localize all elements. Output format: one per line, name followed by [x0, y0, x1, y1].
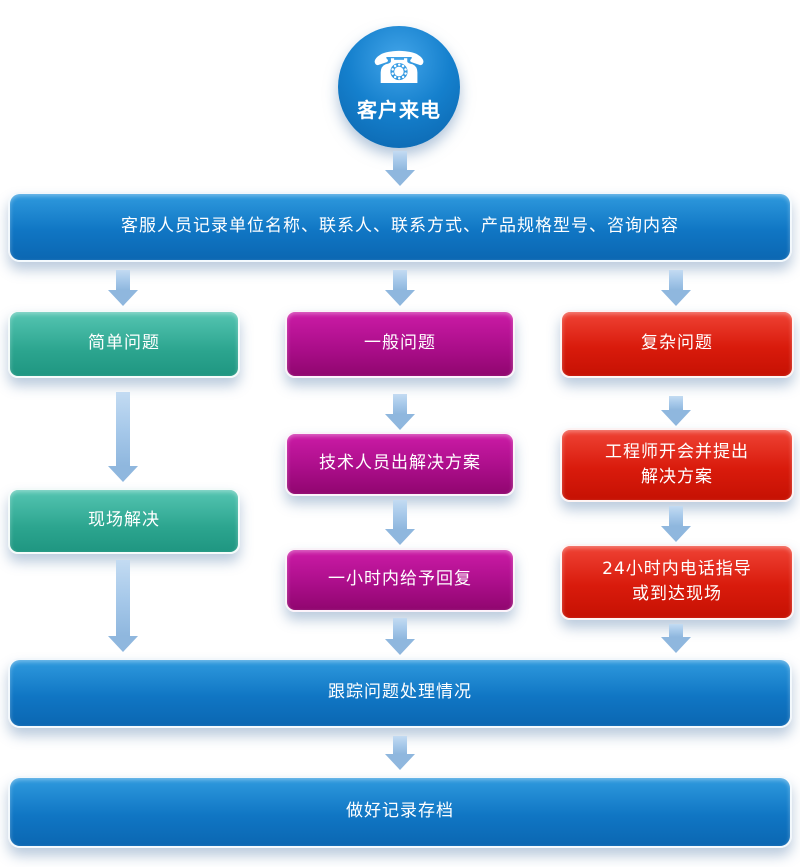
node-one-hour-reply: 一小时内给予回复 [285, 548, 515, 612]
bar-record-info: 客服人员记录单位名称、联系人、联系方式、产品规格型号、咨询内容 [8, 192, 792, 262]
arrow-track-to-archive [393, 736, 407, 754]
arrow-simple-to-onsite [116, 392, 130, 466]
node-complex-problem: 复杂问题 [560, 310, 794, 378]
arrow-reply-to-track [393, 618, 407, 639]
arrow-complex-to-meeting [669, 396, 683, 410]
node-tech-solution: 技术人员出解决方案 [285, 432, 515, 496]
node-24h-guidance: 24小时内电话指导 或到达现场 [560, 544, 794, 620]
arrow-onsite-to-track [116, 560, 130, 636]
start-node-customer-call: ☎ 客户来电 [338, 26, 460, 148]
node-onsite-solve: 现场解决 [8, 488, 240, 554]
node-tech-solution-label: 技术人员出解决方案 [319, 453, 481, 474]
node-complex-problem-label: 复杂问题 [641, 333, 713, 354]
node-engineer-meeting-label: 工程师开会并提出 解决方案 [605, 441, 749, 488]
phone-icon: ☎ [371, 43, 427, 94]
node-engineer-meeting: 工程师开会并提出 解决方案 [560, 428, 794, 502]
arrow-record-to-general [393, 270, 407, 290]
node-24h-guidance-label: 24小时内电话指导 或到达现场 [602, 558, 752, 605]
node-onsite-solve-label: 现场解决 [88, 510, 160, 531]
bar-track-progress: 跟踪问题处理情况 [8, 658, 792, 728]
bar-archive-records: 做好记录存档 [8, 776, 792, 848]
arrow-solution-to-reply [393, 500, 407, 529]
bar-archive-label: 做好记录存档 [346, 801, 454, 822]
arrow-guidance-to-track [669, 624, 683, 637]
node-general-problem: 一般问题 [285, 310, 515, 378]
arrow-general-to-solution [393, 394, 407, 414]
arrow-record-to-simple [116, 270, 130, 290]
node-general-problem-label: 一般问题 [364, 333, 436, 354]
start-node-label: 客户来电 [357, 98, 441, 122]
node-one-hour-reply-label: 一小时内给予回复 [328, 569, 472, 590]
node-simple-problem-label: 简单问题 [88, 333, 160, 354]
node-simple-problem: 简单问题 [8, 310, 240, 378]
bar-record-label: 客服人员记录单位名称、联系人、联系方式、产品规格型号、咨询内容 [121, 216, 679, 237]
arrow-start-to-record [393, 151, 407, 170]
bar-track-label: 跟踪问题处理情况 [328, 682, 472, 703]
arrow-record-to-complex [669, 270, 683, 290]
arrow-meeting-to-guidance [669, 506, 683, 526]
